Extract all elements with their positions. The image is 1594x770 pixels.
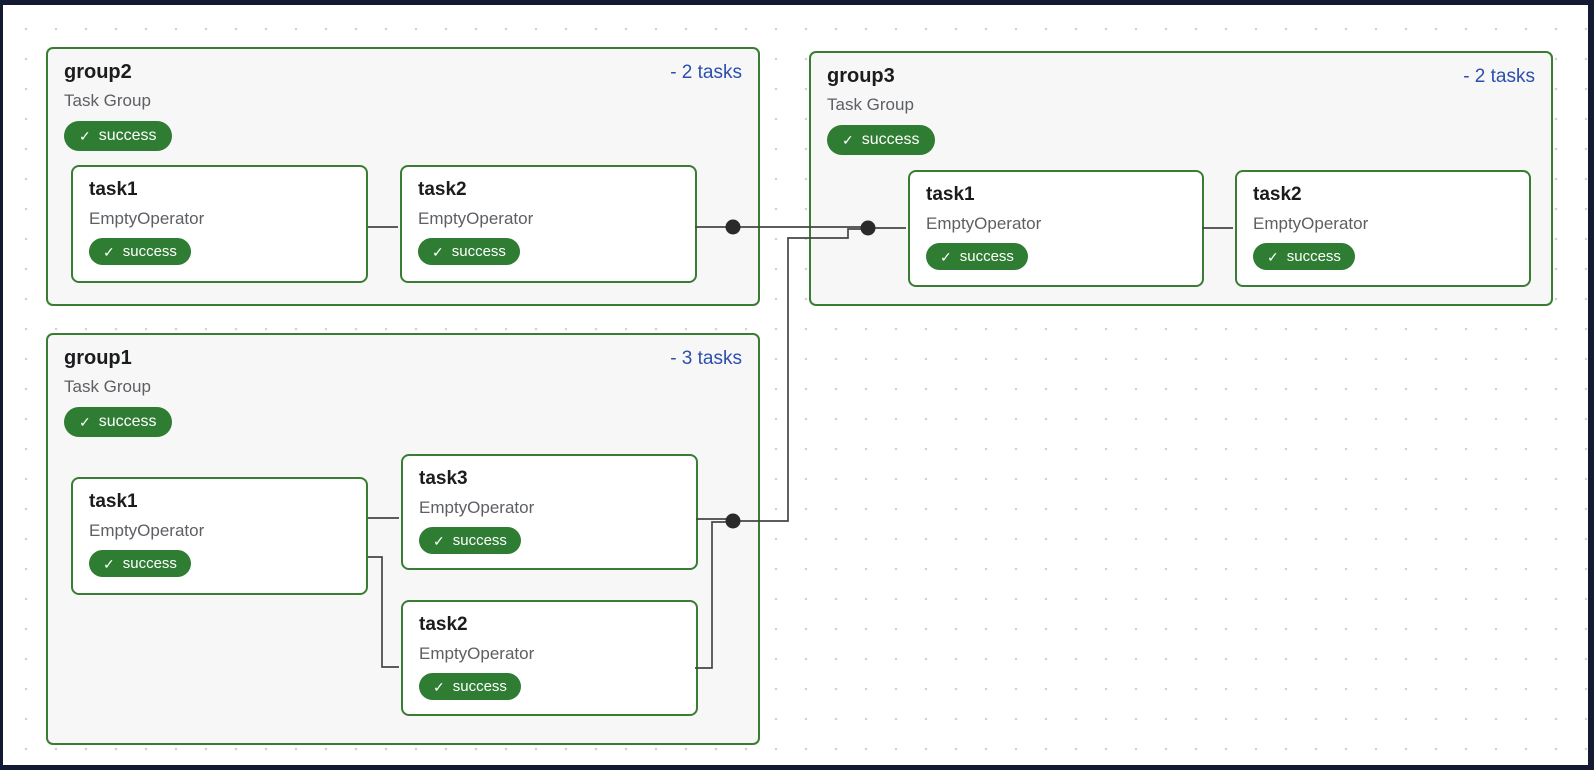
checkmark-icon: ✓ <box>433 678 445 695</box>
group-status-label: success <box>98 413 157 430</box>
checkmark-icon: ✓ <box>79 414 91 430</box>
group-status-badge: ✓ success <box>64 121 172 151</box>
checkmark-icon: ✓ <box>103 243 115 260</box>
task-status-label: success <box>1286 248 1341 265</box>
group-status-badge: ✓ success <box>64 407 172 437</box>
task-operator: EmptyOperator <box>419 644 535 663</box>
task-title: task1 <box>89 179 138 200</box>
task-status-badge: ✓ success <box>419 673 521 700</box>
group-title: group1 <box>64 347 132 369</box>
task-status-badge: ✓ success <box>89 550 191 577</box>
task-operator: EmptyOperator <box>418 209 534 228</box>
task-title: task1 <box>926 184 975 205</box>
group-title: group2 <box>64 61 132 83</box>
task-title: task3 <box>419 468 468 489</box>
group-status-label: success <box>98 127 157 144</box>
task-operator: EmptyOperator <box>419 498 535 517</box>
task-title: task2 <box>1253 184 1302 205</box>
task-status-label: success <box>451 243 506 260</box>
group-collapse-link[interactable]: - 2 tasks <box>1463 66 1535 87</box>
task-status-label: success <box>452 678 507 695</box>
checkmark-icon: ✓ <box>103 555 115 572</box>
checkmark-icon: ✓ <box>1267 248 1279 265</box>
task-status-badge: ✓ success <box>89 238 191 265</box>
group-title: group3 <box>827 65 895 87</box>
task-operator: EmptyOperator <box>1253 214 1369 233</box>
task-status-badge: ✓ success <box>419 527 521 554</box>
task-title: task1 <box>89 491 138 512</box>
group-collapse-link[interactable]: - 2 tasks <box>670 62 742 83</box>
task-status-badge: ✓ success <box>1253 243 1355 270</box>
group-subtitle: Task Group <box>64 377 151 396</box>
task-operator: EmptyOperator <box>89 209 205 228</box>
task-status-label: success <box>959 248 1014 265</box>
checkmark-icon: ✓ <box>432 243 444 260</box>
checkmark-icon: ✓ <box>842 132 854 148</box>
task-status-badge: ✓ success <box>926 243 1028 270</box>
checkmark-icon: ✓ <box>79 128 91 144</box>
task-title: task2 <box>418 179 467 200</box>
task-status-label: success <box>452 532 507 549</box>
checkmark-icon: ✓ <box>433 532 445 549</box>
task-status-label: success <box>122 243 177 260</box>
task-operator: EmptyOperator <box>926 214 1042 233</box>
task-status-label: success <box>122 555 177 572</box>
task-status-badge: ✓ success <box>418 238 520 265</box>
group-subtitle: Task Group <box>827 95 914 114</box>
task-title: task2 <box>419 614 468 635</box>
group-status-badge: ✓ success <box>827 125 935 155</box>
group-collapse-link[interactable]: - 3 tasks <box>670 348 742 369</box>
checkmark-icon: ✓ <box>940 248 952 265</box>
group-subtitle: Task Group <box>64 91 151 110</box>
task-operator: EmptyOperator <box>89 521 205 540</box>
group-status-label: success <box>861 131 920 148</box>
